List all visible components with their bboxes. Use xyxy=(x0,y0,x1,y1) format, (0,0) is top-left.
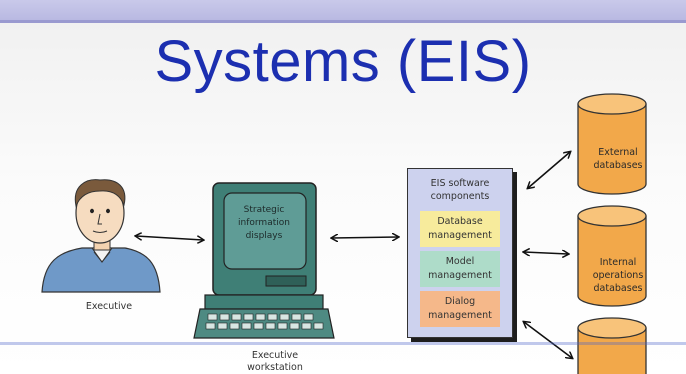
dialog-management-component: Dialog management xyxy=(420,291,500,327)
executive-label: Executive xyxy=(85,301,133,312)
external-databases-cylinder-icon xyxy=(577,93,647,195)
component-line-1: Database xyxy=(437,216,483,227)
arrow-eis-internal xyxy=(524,252,568,254)
db-label-line-2: databases xyxy=(593,160,643,171)
component-line-2: management xyxy=(428,230,492,241)
workstation-label-line-1: Executive xyxy=(251,350,299,361)
component-line-2: management xyxy=(428,270,492,281)
workstation-label-line-2: workstation xyxy=(247,362,303,373)
arrow-eis-external xyxy=(528,152,570,188)
third-database-cylinder-icon xyxy=(577,317,647,374)
arrow-eis-third-db xyxy=(524,322,572,358)
component-line-2: management xyxy=(428,310,492,321)
slide-title: Systems (EIS) xyxy=(154,29,532,94)
executive-person-icon xyxy=(41,179,161,293)
workstation-screen-text: Strategic information displays xyxy=(232,204,296,243)
internal-databases-label: Internal operations databases xyxy=(583,256,653,295)
arrow-executive-workstation xyxy=(136,236,203,240)
eis-title-line-1: EIS software xyxy=(430,178,490,189)
executive-workstation-icon xyxy=(193,182,335,339)
db-label-line-3: databases xyxy=(593,283,643,294)
header-bar xyxy=(0,0,686,23)
eis-title-line-2: components xyxy=(430,191,490,202)
internal-databases-cylinder-icon xyxy=(577,205,647,307)
component-line-1: Model xyxy=(445,256,475,267)
bottom-strip xyxy=(0,342,686,345)
db-label-line-1: Internal xyxy=(599,257,637,268)
eis-software-title: EIS software components xyxy=(408,177,512,203)
screen-line-1: Strategic xyxy=(243,205,285,215)
component-line-1: Dialog xyxy=(444,296,476,307)
arrow-workstation-eis xyxy=(332,237,398,238)
screen-line-2: information xyxy=(238,218,290,228)
screen-line-3: displays xyxy=(245,231,283,241)
workstation-label: Executive workstation xyxy=(225,350,325,374)
database-management-component: Database management xyxy=(420,211,500,247)
external-databases-label: External databases xyxy=(583,146,653,172)
db-label-line-2: operations xyxy=(592,270,644,281)
eis-software-box: EIS software components Database managem… xyxy=(407,168,513,338)
model-management-component: Model management xyxy=(420,251,500,287)
db-label-line-1: External xyxy=(598,147,638,158)
